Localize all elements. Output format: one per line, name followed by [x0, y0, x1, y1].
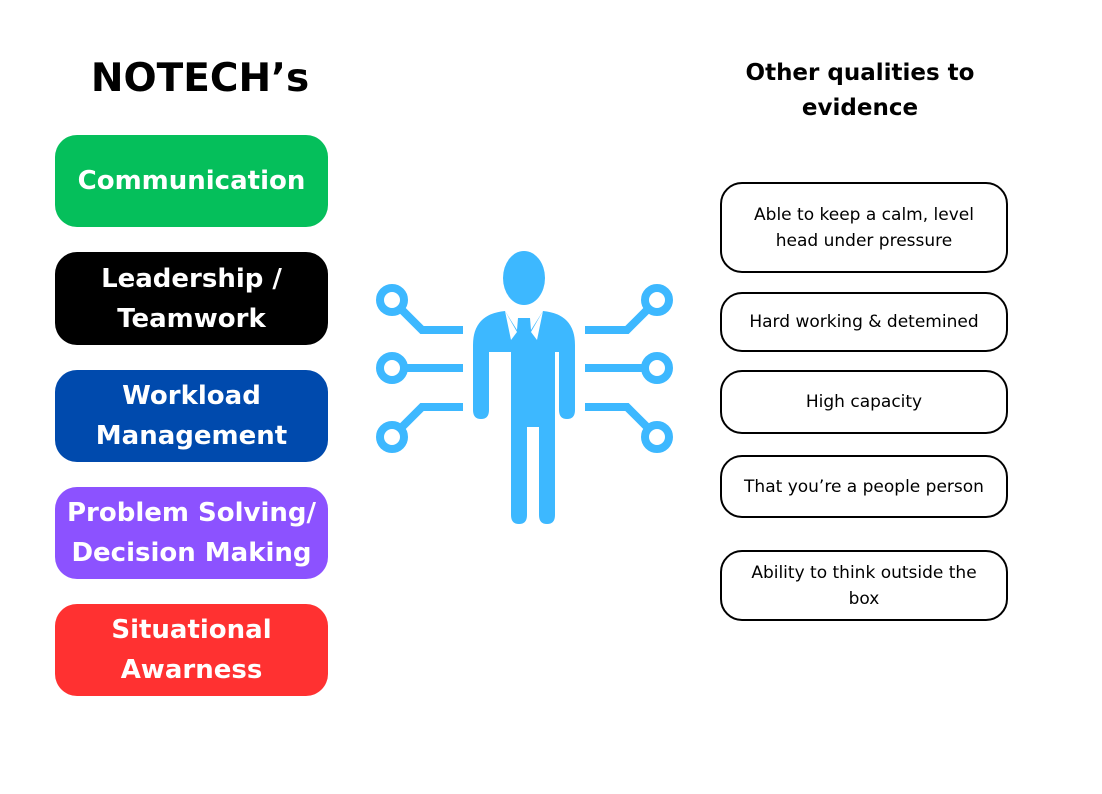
notechs-title: NOTECH’s [90, 56, 310, 101]
quality-calm-under-pressure: Able to keep a calm, level head under pr… [720, 182, 1008, 273]
network-connectors [376, 284, 673, 453]
notech-communication: Communication [55, 135, 328, 227]
person-head [503, 251, 545, 305]
other-qualities-title: Other qualities to evidence [745, 60, 975, 121]
quality-think-outside-box: Ability to think outside the box [720, 550, 1008, 621]
notech-workload-management: Workload Management [55, 370, 328, 462]
person-body [473, 311, 575, 524]
notech-problem-solving: Problem Solving/ Decision Making [55, 487, 328, 579]
notech-situational-awareness: Situational Awarness [55, 604, 328, 696]
quality-high-capacity: High capacity [720, 370, 1008, 434]
notech-leadership-teamwork: Leadership / Teamwork [55, 252, 328, 345]
quality-people-person: That you’re a people person [720, 455, 1008, 518]
quality-hard-working: Hard working & detemined [720, 292, 1008, 352]
